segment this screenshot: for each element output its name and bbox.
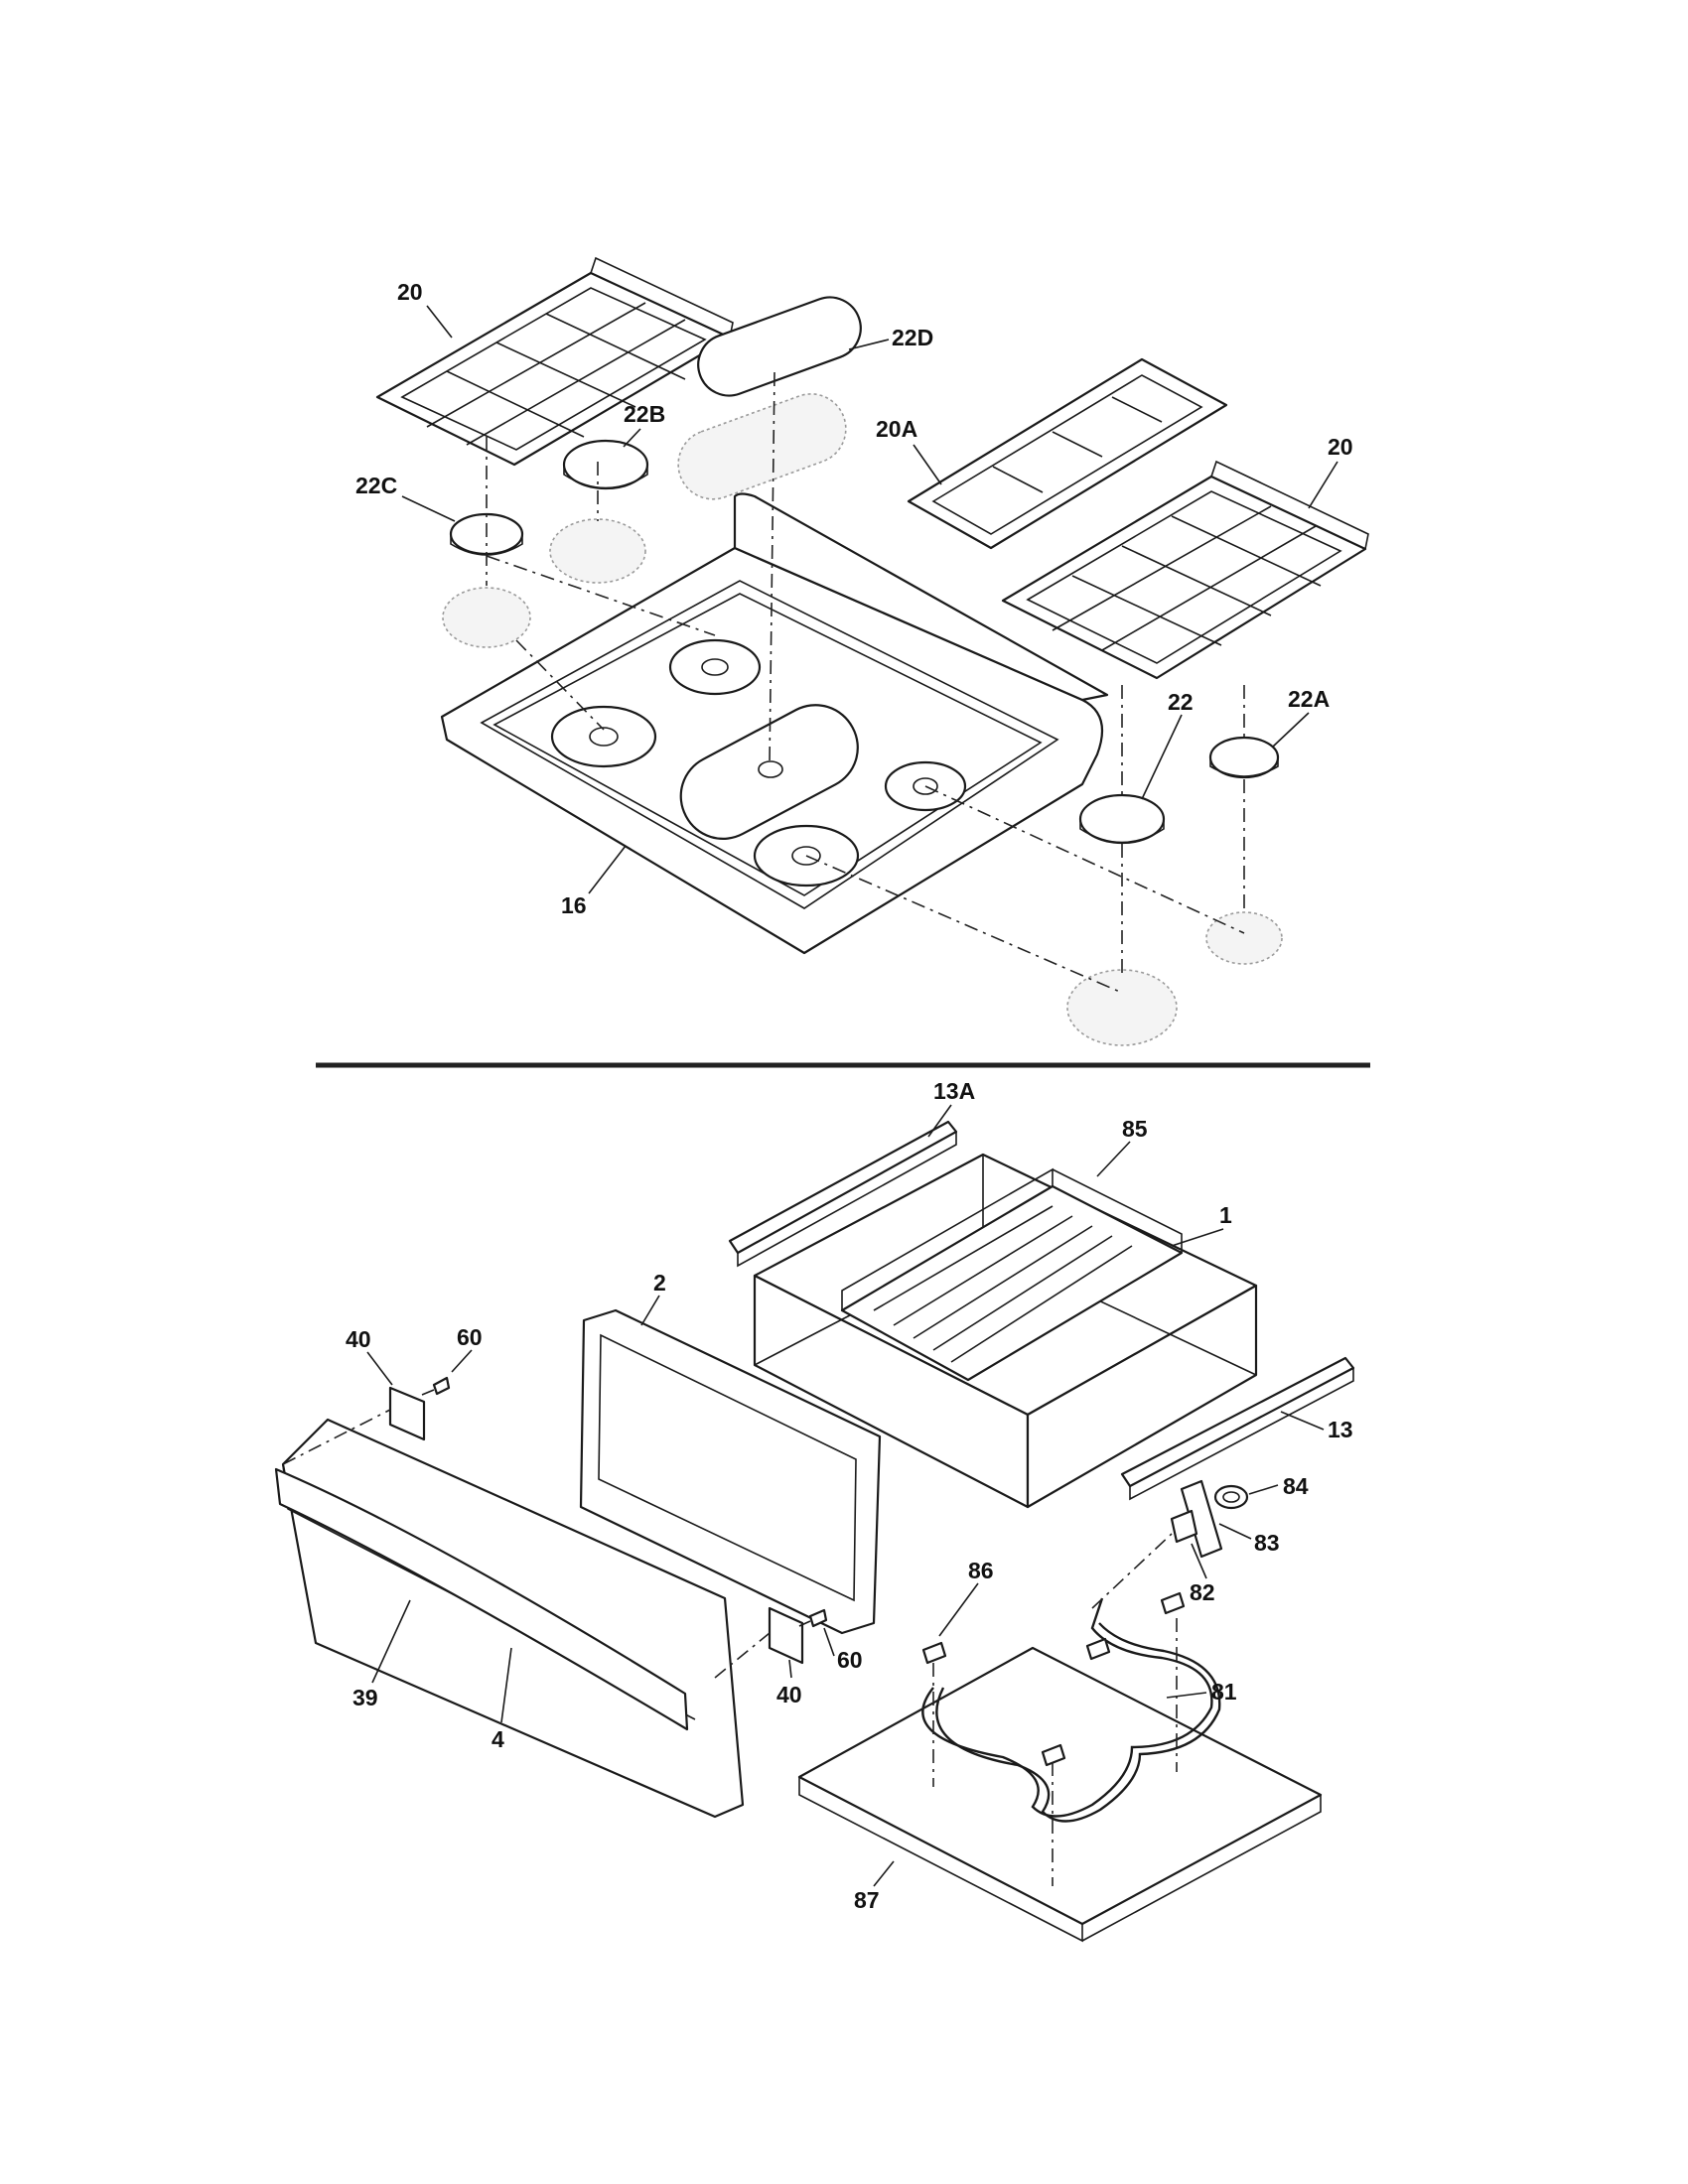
callout-4: 4 [492, 1726, 504, 1752]
clip-part-82 [1170, 1509, 1198, 1544]
burner-cap-22 [1078, 793, 1166, 845]
callout-13A: 13A [933, 1078, 975, 1104]
burner-cap-22B [562, 439, 649, 490]
callout-22C: 22C [355, 473, 397, 498]
callout-16: 16 [561, 892, 587, 918]
terminal-block-part-84 [1213, 1484, 1249, 1510]
callout-83: 83 [1254, 1530, 1280, 1556]
callout-86: 86 [968, 1558, 994, 1583]
burner-base-ghost-22C [442, 587, 531, 648]
callout-2: 2 [653, 1270, 666, 1296]
callout-40-top: 40 [346, 1326, 371, 1352]
callout-22B: 22B [624, 401, 665, 427]
clip-part-86-b [1085, 1637, 1111, 1661]
callout-85: 85 [1122, 1116, 1148, 1142]
drawer-handle-part-39 [274, 1467, 689, 1731]
callout-labels: 20 22D 22B 22C 20A 20 22 22A 16 13A 85 1… [346, 279, 1353, 1913]
callout-82: 82 [1190, 1579, 1215, 1605]
grate-part-20A [907, 357, 1228, 550]
callout-60-bottom: 60 [837, 1647, 863, 1673]
assembly-lines-bottom [282, 1409, 1178, 1886]
callout-39: 39 [352, 1685, 378, 1710]
callout-22D: 22D [892, 325, 933, 350]
burner-base-ghost-22D [677, 393, 847, 500]
bracket-part-40-top [388, 1386, 426, 1441]
assembly-lines-top [486, 371, 1245, 994]
callout-22A: 22A [1288, 686, 1330, 712]
callout-84: 84 [1283, 1473, 1309, 1499]
clip-part-86 [921, 1641, 947, 1665]
screw-part-60-bottom [798, 1608, 828, 1628]
grate-part-20-right [1001, 460, 1369, 680]
callout-22: 22 [1168, 689, 1194, 715]
callout-40-bottom: 40 [776, 1682, 802, 1707]
callout-13: 13 [1328, 1417, 1353, 1442]
callout-60-top: 60 [457, 1324, 483, 1350]
clip-part-86-d [1041, 1743, 1066, 1767]
callout-20-right: 20 [1328, 434, 1353, 460]
drawer-bottom-part-87 [797, 1646, 1323, 1943]
leader-lines [366, 305, 1338, 1887]
burner-cap-22A [1208, 736, 1280, 779]
heating-element-part-81 [921, 1597, 1221, 1823]
burner-base-ghost-22 [1066, 969, 1178, 1046]
callout-20-left: 20 [397, 279, 423, 305]
burner-base-ghost-22A [1205, 911, 1283, 965]
bracket-part-40-bottom [768, 1606, 804, 1665]
burner-base-ghost-22B [549, 518, 646, 584]
callout-1: 1 [1219, 1202, 1232, 1228]
callout-20A: 20A [876, 416, 917, 442]
slide-rail-part-13A [728, 1120, 958, 1268]
slide-rail-part-13 [1120, 1356, 1355, 1501]
grate-part-20-left [375, 256, 734, 467]
burner-cap-22D [697, 296, 862, 397]
cooktop-part-16 [440, 492, 1109, 955]
glass-frame-part-2 [579, 1308, 882, 1635]
rack-part-85 [840, 1167, 1184, 1382]
screw-part-60-top [421, 1376, 451, 1396]
callout-81: 81 [1211, 1679, 1237, 1705]
clip-part-86-c [1160, 1591, 1186, 1615]
callout-87: 87 [854, 1887, 880, 1913]
